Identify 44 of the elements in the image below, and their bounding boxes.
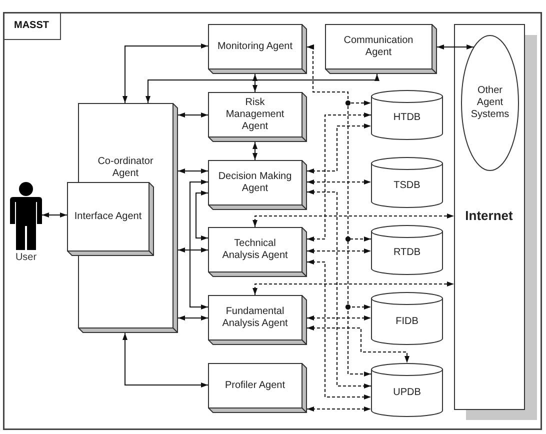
double-headed-arrow: [122, 44, 208, 104]
agent-label: Interface Agent: [74, 210, 142, 222]
database-label: UPDB: [392, 387, 422, 399]
double-headed-arrow: [146, 74, 380, 104]
double-headed-arrow: [42, 212, 68, 218]
person-icon: [10, 182, 42, 250]
agent-label: Technical Analysis Agent: [222, 238, 288, 262]
dashed-double-headed-arrow: [306, 260, 372, 400]
database-label: RTDB: [392, 247, 422, 259]
agent-label: Profiler Agent: [224, 380, 286, 392]
dashed-double-headed-arrow: [306, 316, 372, 320]
database-label: HTDB: [392, 112, 422, 124]
double-headed-arrow: [196, 190, 208, 240]
dashed-double-headed-arrow: [306, 124, 372, 174]
agent-label: Fundamental Analysis Agent: [222, 306, 288, 330]
agent-label: Monitoring Agent: [216, 40, 294, 52]
double-headed-arrow: [190, 180, 208, 310]
double-headed-arrow: [436, 44, 474, 50]
frame-title-tab: MASST: [3, 12, 61, 40]
dashed-double-headed-arrow: [306, 248, 372, 254]
agent-label: Communication Agent: [343, 34, 414, 58]
dashed-double-headed-arrow: [252, 214, 454, 228]
database-label: TSDB: [393, 180, 421, 192]
double-headed-arrow: [252, 142, 258, 160]
dashed-double-headed-arrow: [306, 406, 372, 412]
double-headed-arrow: [178, 316, 208, 320]
double-headed-arrow: [178, 168, 208, 174]
person-caption: User: [14, 252, 38, 264]
agent-label: Risk Management Agent: [225, 96, 285, 132]
dashed-double-headed-arrow: [306, 326, 410, 364]
dashed-double-headed-arrow: [306, 180, 372, 184]
panel-label: Internet: [464, 208, 514, 224]
dashed-double-headed-arrow: [306, 112, 372, 242]
agent-label: Co-ordinator Agent: [97, 156, 154, 180]
dashed-double-headed-arrow: [252, 282, 454, 296]
ellipse-label: Other Agent Systems: [470, 85, 510, 121]
double-headed-arrow: [178, 248, 208, 252]
double-headed-arrow: [252, 74, 258, 92]
double-headed-arrow: [178, 112, 208, 118]
dashed-double-headed-arrow: [306, 44, 372, 376]
double-headed-arrow: [122, 332, 208, 388]
database-label: FIDB: [395, 316, 419, 328]
dashed-double-headed-arrow: [306, 190, 372, 388]
agent-label: Decision Making Agent: [218, 170, 292, 194]
